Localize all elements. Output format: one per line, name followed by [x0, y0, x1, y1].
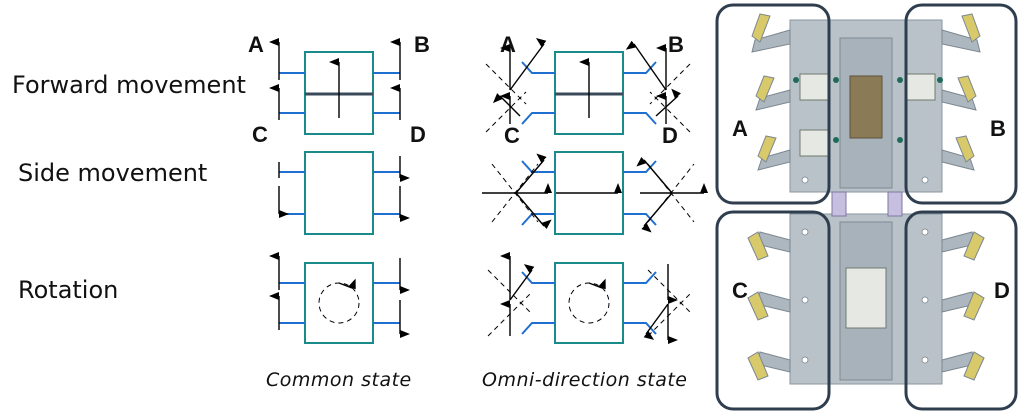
wheel-label-c-omni: C — [504, 123, 520, 148]
right-legs — [941, 13, 985, 381]
omni-state-diagrams: A B C D — [482, 32, 708, 391]
row-label-rotation: Rotation — [18, 276, 118, 304]
leg-group-d-frame — [904, 210, 1018, 411]
common-side-diagram — [278, 151, 410, 235]
robot-top-view: A B C D — [715, 3, 1018, 411]
photo-label-b: B — [990, 116, 1006, 141]
leg-group-a-frame — [715, 3, 831, 205]
leg-group-b-frame — [904, 3, 1018, 205]
photo-label-c: C — [732, 278, 748, 303]
common-state-diagrams: A B C D — [248, 32, 430, 391]
wheel-label-a-common: A — [248, 32, 264, 57]
controller-board — [845, 267, 887, 329]
wheel-label-d-common: D — [410, 122, 426, 147]
omni-forward-diagram — [485, 38, 691, 135]
leg-group-c-frame — [715, 210, 831, 411]
common-forward-diagram — [269, 38, 401, 135]
wheel-label-d-omni: D — [662, 123, 678, 148]
photo-label-d: D — [994, 278, 1010, 303]
wheel-label-b-omni: B — [668, 32, 684, 57]
omni-side-diagram — [482, 151, 708, 235]
state-label-common: Common state — [266, 369, 412, 391]
row-label-side: Side movement — [18, 159, 207, 187]
left-legs — [747, 13, 791, 381]
common-rotation-diagram — [269, 252, 410, 344]
state-label-omni: Omni-direction state — [482, 369, 688, 391]
row-label-forward: Forward movement — [12, 71, 246, 99]
wheel-label-b-common: B — [414, 32, 430, 57]
omni-rotation-diagram — [487, 252, 691, 344]
wheel-label-c-common: C — [252, 122, 268, 147]
photo-label-a: A — [732, 116, 748, 141]
wheel-label-a-omni: A — [500, 32, 516, 57]
